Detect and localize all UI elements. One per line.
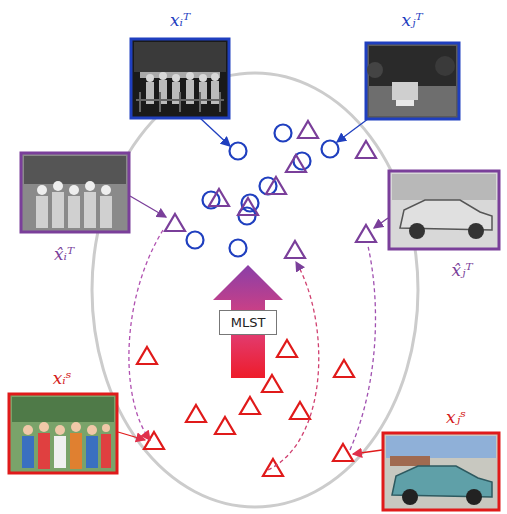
translated-image-label: x̂ᵢᵀ [54, 245, 74, 264]
leader-arrow [130, 196, 166, 217]
translated-image-label: x̂ⱼᵀ [451, 261, 472, 280]
source-image-label: xⱼˢ [446, 408, 466, 427]
mlst-arrow [213, 265, 283, 378]
dashed-link [268, 262, 319, 470]
target-image-label: xᵢᵀ [170, 11, 190, 30]
leader-arrow [118, 432, 145, 440]
source-photo [9, 394, 117, 473]
translated-triangles [165, 121, 376, 258]
process-box: MLST [219, 310, 277, 335]
box-label: MLST [231, 315, 266, 330]
leader-arrow [353, 450, 382, 454]
leader-arrow [200, 118, 230, 146]
domain-ellipse [92, 73, 418, 507]
dashed-link [129, 230, 163, 440]
leader-arrow [374, 218, 388, 228]
target-circles [187, 125, 339, 257]
source-photo [383, 433, 499, 510]
dashed-link [350, 246, 375, 450]
source-image-label: xᵢˢ [53, 369, 72, 388]
target-image-label: xⱼᵀ [401, 11, 422, 30]
source-triangles [137, 340, 354, 476]
translated-photo [389, 171, 499, 249]
translated-photo [21, 153, 129, 232]
thermal-photo [131, 39, 229, 118]
thermal-photo [366, 43, 459, 119]
